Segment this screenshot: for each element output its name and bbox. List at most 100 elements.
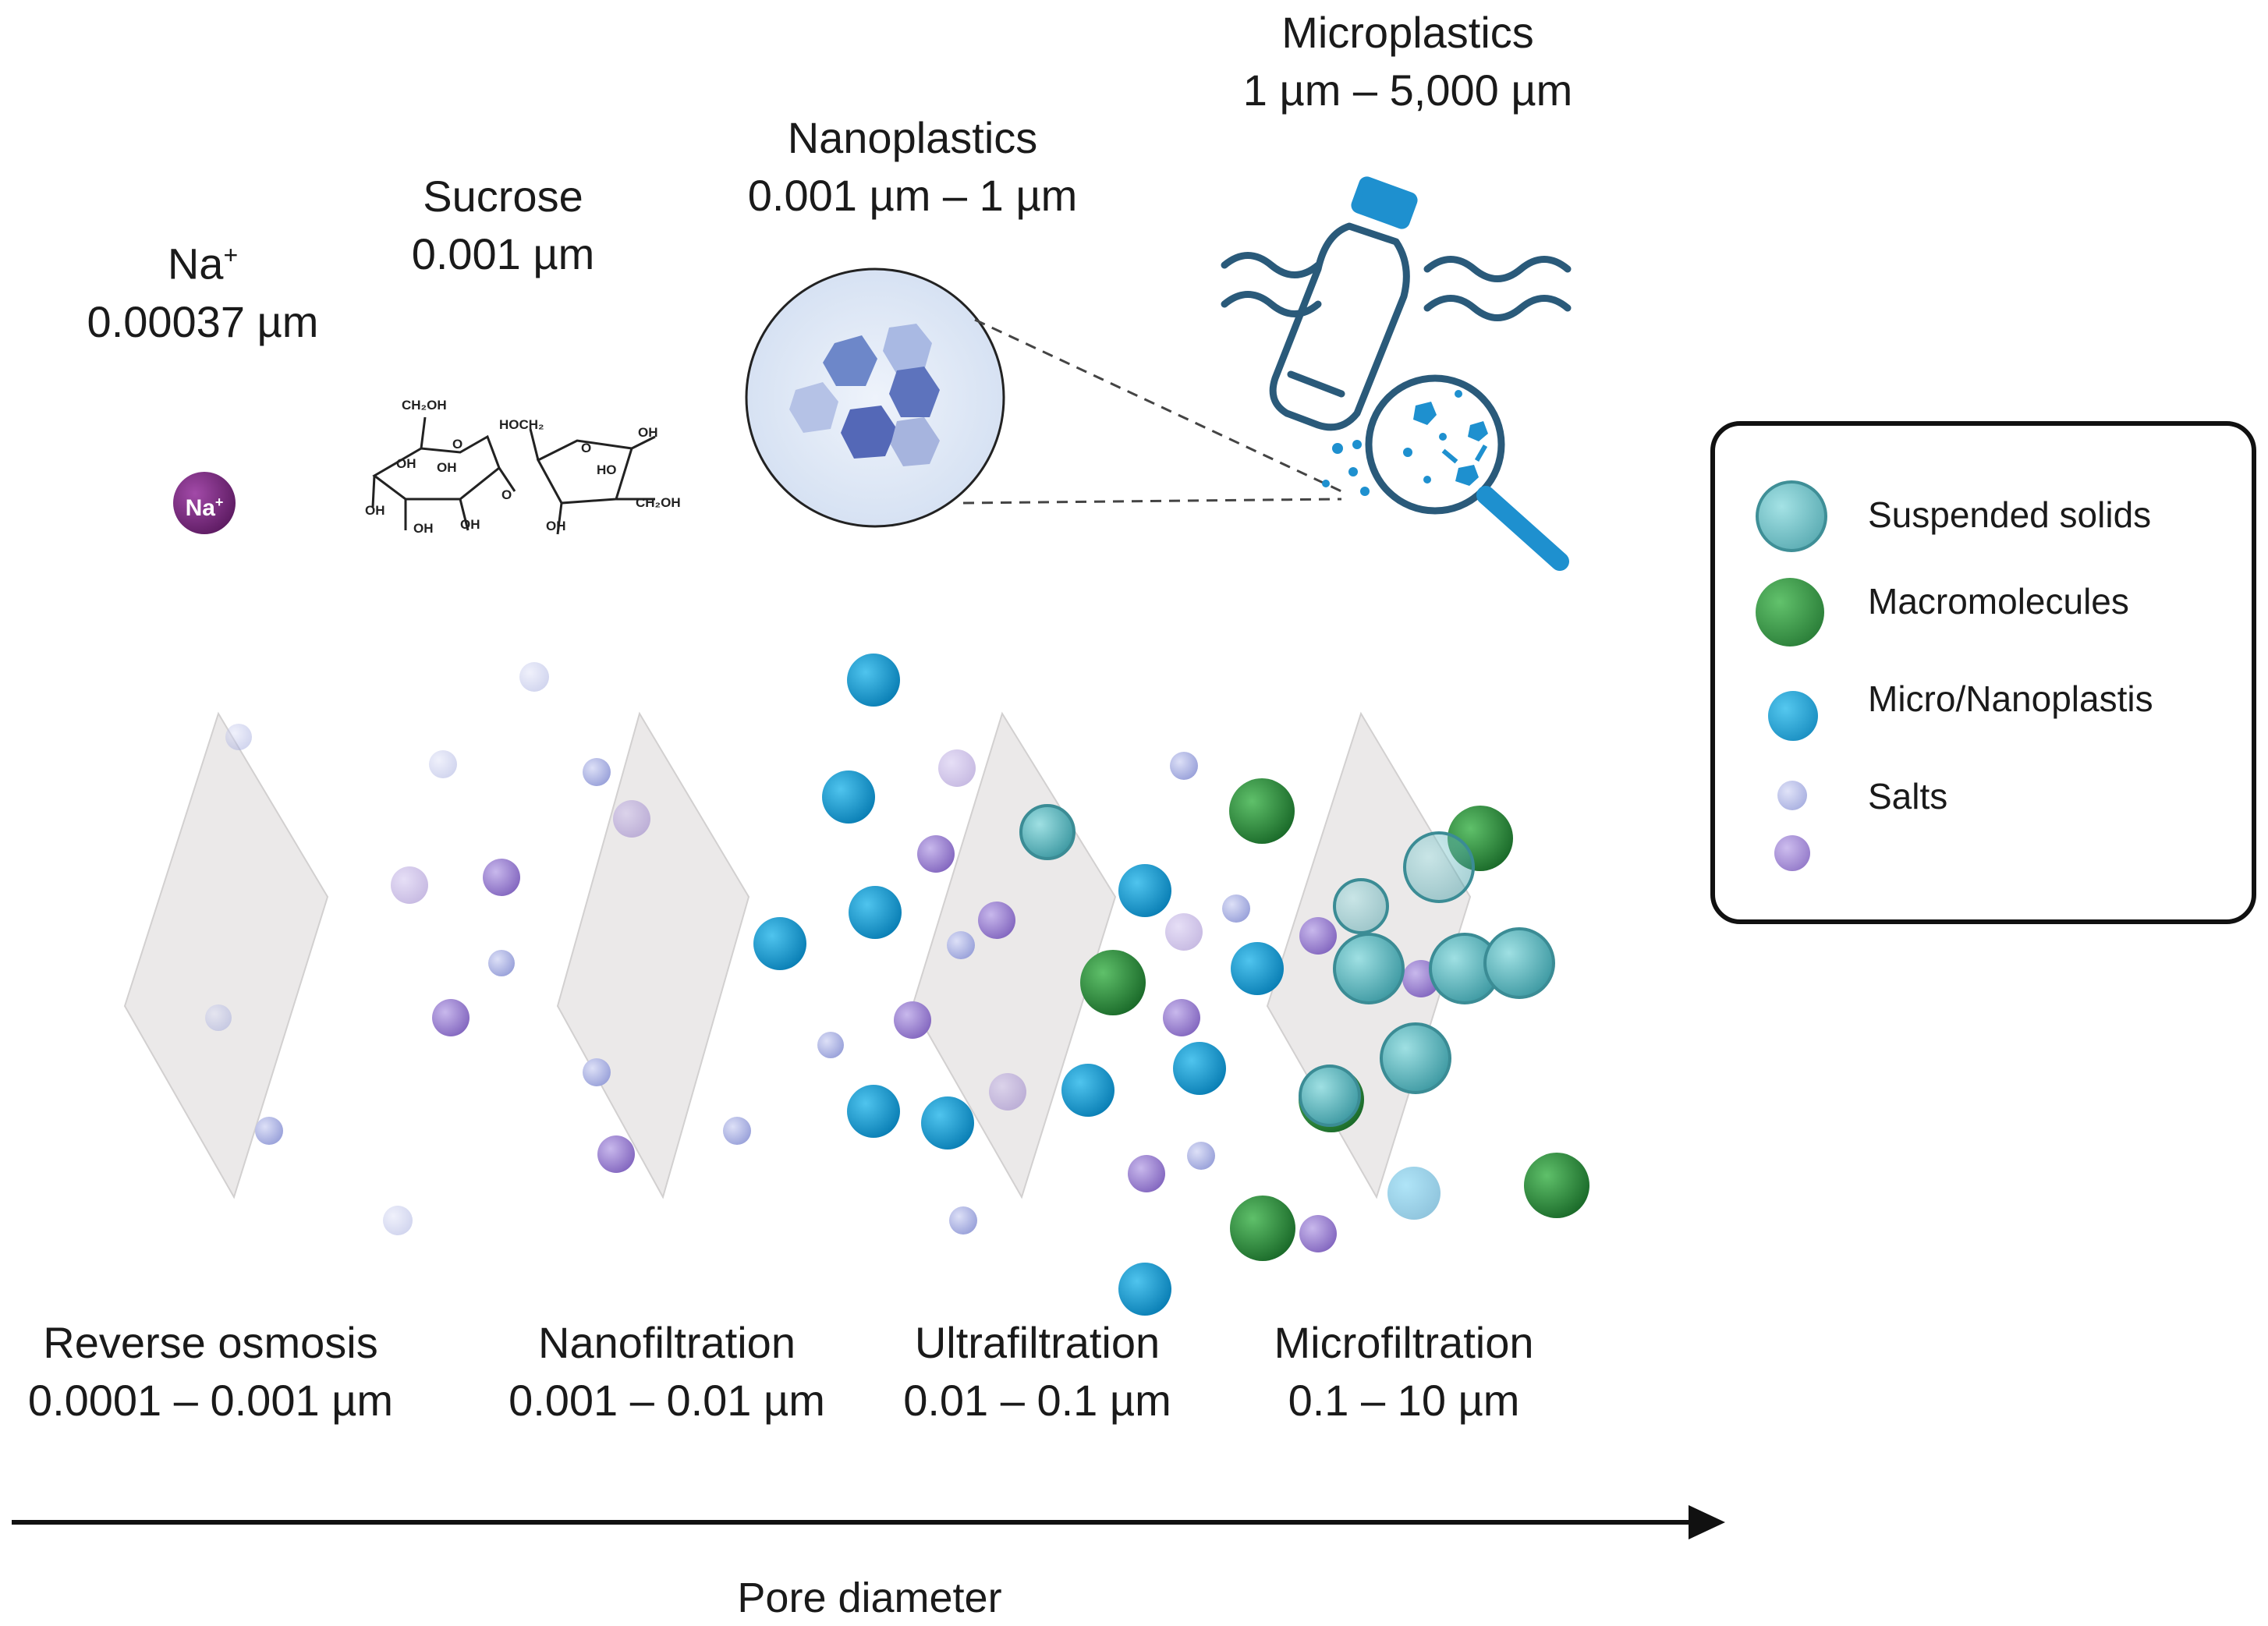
suspended-solid-particle [1333, 933, 1405, 1004]
sucrose-name: Sucrose [423, 172, 583, 221]
salt-particle-purple [938, 749, 976, 787]
legend-label: Salts [1868, 776, 1948, 817]
microplastic-particle [1173, 1042, 1226, 1095]
sucrose-label-oh-2: OH [437, 460, 457, 475]
salt-particle-purple [1165, 913, 1203, 951]
salt-particle-purple [989, 1073, 1026, 1111]
sucrose-label-ch2oh-1: CH₂OH [402, 398, 447, 413]
legend-label: Macromolecules [1868, 581, 2129, 622]
na-label-name: Na [167, 239, 224, 289]
sucrose-structure-labels: CH₂OH OH OH OH OH O O HOCH₂ O HO OH CH₂O… [365, 398, 681, 536]
salt-particle-purple [483, 859, 520, 896]
microplastic-particle [1118, 864, 1171, 917]
sucrose-label-oh-7: OH [413, 521, 434, 536]
salt-particle-blue [225, 724, 252, 750]
sucrose-label: Sucrose 0.001 µm [386, 168, 620, 283]
na-size: 0.00037 µm [87, 296, 319, 346]
salt-particle-blue [1187, 1142, 1215, 1170]
microplastic-particle [1387, 1167, 1441, 1220]
microplastic-particle [1231, 942, 1284, 995]
suspended-solids-swatch [1756, 480, 1827, 552]
sucrose-label-oh-4: OH [460, 517, 480, 532]
suspended-solid-particle [1019, 804, 1076, 860]
na-label: Na+ 0.00037 µm [74, 226, 331, 351]
salt-particle-blue [205, 1004, 232, 1031]
sucrose-size: 0.001 µm [411, 229, 595, 278]
microplastics-label: Microplastics 1 µm – 5,000 µm [1201, 4, 1614, 119]
microplastics-size: 1 µm – 5,000 µm [1242, 66, 1573, 115]
nanoplastics-label: Nanoplastics 0.001 µm – 1 µm [718, 109, 1107, 225]
sucrose-label-oh-3: OH [365, 503, 385, 518]
salt-particle-purple [894, 1001, 931, 1039]
particles [205, 654, 1589, 1316]
process-nanofiltration: Nanofiltration 0.001 – 0.01 µm [484, 1314, 850, 1429]
salt-particle-blue [383, 1206, 413, 1235]
na-ion-icon [173, 472, 236, 534]
salt-particle-blue [817, 1032, 844, 1058]
salt-particle-purple [597, 1135, 635, 1173]
salt-particle-purple [432, 999, 470, 1036]
macromolecules-swatch [1756, 578, 1824, 647]
legend-item-micro-nanoplastics: Micro/Nanoplastis [1715, 678, 2252, 761]
salt-particle-blue [429, 750, 457, 778]
salt-particle-purple [1163, 999, 1200, 1036]
salt-particle-blue [255, 1117, 283, 1145]
membrane-reverse-osmosis [123, 711, 329, 1199]
pore-diameter-axis [12, 1505, 1725, 1539]
macromolecule-particle [1229, 778, 1295, 844]
microplastic-particle [753, 917, 806, 970]
salt-particle-purple [391, 866, 428, 904]
legend-item-macromolecules: Macromolecules [1715, 578, 2252, 656]
macromolecule-particle [1080, 950, 1146, 1015]
process-range: 0.01 – 0.1 µm [903, 1376, 1171, 1425]
salt-particle-blue [583, 758, 611, 786]
na-ion-sup: + [214, 494, 224, 510]
sucrose-label-o-1: O [452, 437, 462, 452]
legend: Suspended solids Macromolecules Micro/Na… [1710, 421, 2256, 924]
salt-particle-blue [583, 1058, 611, 1086]
microplastic-particle [847, 654, 900, 707]
salt-particle-purple [613, 800, 650, 838]
salt-particle-blue [1222, 894, 1250, 923]
axis-label: Pore diameter [737, 1575, 1002, 1621]
na-label-sup: + [223, 241, 239, 269]
nanoplastics-size: 0.001 µm – 1 µm [747, 171, 1078, 220]
microplastics-icon [1221, 176, 1572, 571]
salt-particle-purple [1299, 1215, 1337, 1252]
salt-particle-purple [1128, 1155, 1165, 1192]
microplastic-particle [1061, 1064, 1115, 1117]
membrane-nanofiltration [556, 711, 750, 1199]
salt-particle-blue [947, 931, 975, 959]
process-name: Microfiltration [1274, 1318, 1534, 1367]
sucrose-label-o-3: O [581, 441, 591, 455]
sucrose-label-hoch2: HOCH₂ [499, 417, 544, 432]
process-ultrafiltration: Ultrafiltration 0.01 – 0.1 µm [877, 1314, 1197, 1429]
microplastic-particle [921, 1096, 974, 1150]
nanoplastics-icon [745, 267, 1342, 528]
na-ion-label: Na+ [173, 485, 236, 526]
salt-blue-swatch [1777, 781, 1807, 810]
sucrose-label-oh-6: OH [546, 519, 566, 533]
legend-label: Suspended solids [1868, 494, 2152, 535]
suspended-solid-particle [1483, 927, 1555, 999]
salt-particle-purple [978, 902, 1015, 939]
salt-purple-swatch [1774, 835, 1810, 871]
sucrose-structure-icon [371, 416, 656, 535]
sucrose-label-oh-1: OH [396, 456, 416, 471]
suspended-solid-particle [1299, 1065, 1361, 1127]
salt-particle-blue [723, 1117, 751, 1145]
process-reverse-osmosis: Reverse osmosis 0.0001 – 0.001 µm [4, 1314, 417, 1429]
na-ion-text: Na [185, 495, 215, 521]
microplastic-particle [1118, 1263, 1171, 1316]
process-microfiltration: Microfiltration 0.1 – 10 µm [1232, 1314, 1575, 1429]
macromolecule-particle [1524, 1153, 1589, 1218]
salt-particle-blue [519, 662, 549, 692]
microplastic-particle [847, 1085, 900, 1138]
microplastics-particles-icon [1322, 390, 1488, 496]
process-range: 0.0001 – 0.001 µm [27, 1376, 394, 1425]
process-name: Reverse osmosis [43, 1318, 378, 1367]
legend-item-suspended-solids: Suspended solids [1715, 480, 2252, 558]
sucrose-label-oh-5: OH [638, 425, 658, 440]
process-range: 0.001 – 0.01 µm [509, 1376, 825, 1425]
